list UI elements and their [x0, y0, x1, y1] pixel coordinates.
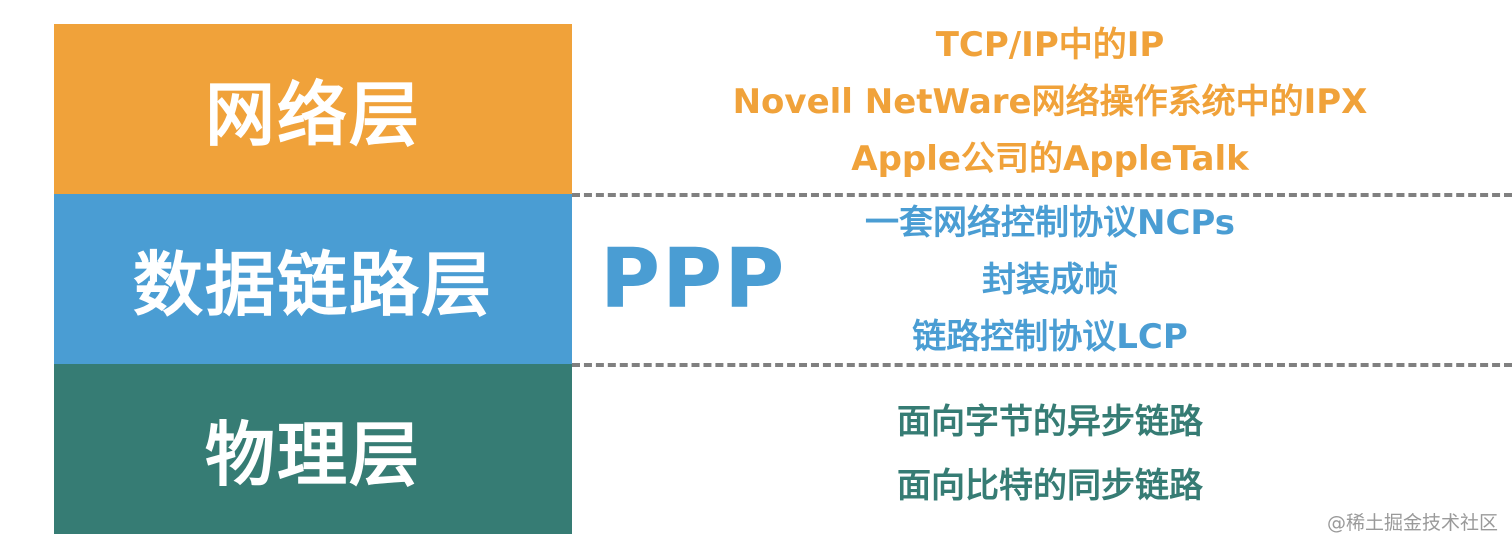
- watermark: @稀土掘金技术社区: [1326, 512, 1498, 534]
- datalink-component-item: 封装成帧: [982, 260, 1118, 300]
- network-protocol-item: Apple公司的AppleTalk: [851, 139, 1249, 179]
- datalink-layer-label: 数据链路层: [133, 243, 493, 326]
- physical-link-item: 面向字节的异步链路: [897, 402, 1203, 442]
- datalink-layer-box: 数据链路层: [54, 194, 572, 364]
- physical-layer-label: 物理层: [205, 413, 421, 496]
- divider-datalink-physical: [572, 363, 1512, 367]
- datalink-component-item: 链路控制协议LCP: [912, 317, 1188, 357]
- physical-layer-box: 物理层: [54, 364, 572, 534]
- datalink-component-item: 一套网络控制协议NCPs: [865, 203, 1235, 243]
- datalink-components-list: 一套网络控制协议NCPs 封装成帧 链路控制协议LCP: [620, 195, 1480, 366]
- physical-links-list: 面向字节的异步链路 面向比特的同步链路: [620, 390, 1480, 518]
- divider-network-datalink: [572, 193, 1512, 197]
- ppp-label: PPP: [600, 232, 787, 327]
- network-layer-label: 网络层: [205, 73, 421, 156]
- network-protocol-item: Novell NetWare网络操作系统中的IPX: [732, 82, 1368, 122]
- network-protocols-list: TCP/IP中的IP Novell NetWare网络操作系统中的IPX App…: [620, 17, 1480, 188]
- network-layer-box: 网络层: [54, 24, 572, 194]
- network-protocol-item: TCP/IP中的IP: [935, 25, 1165, 65]
- physical-link-item: 面向比特的同步链路: [897, 466, 1203, 506]
